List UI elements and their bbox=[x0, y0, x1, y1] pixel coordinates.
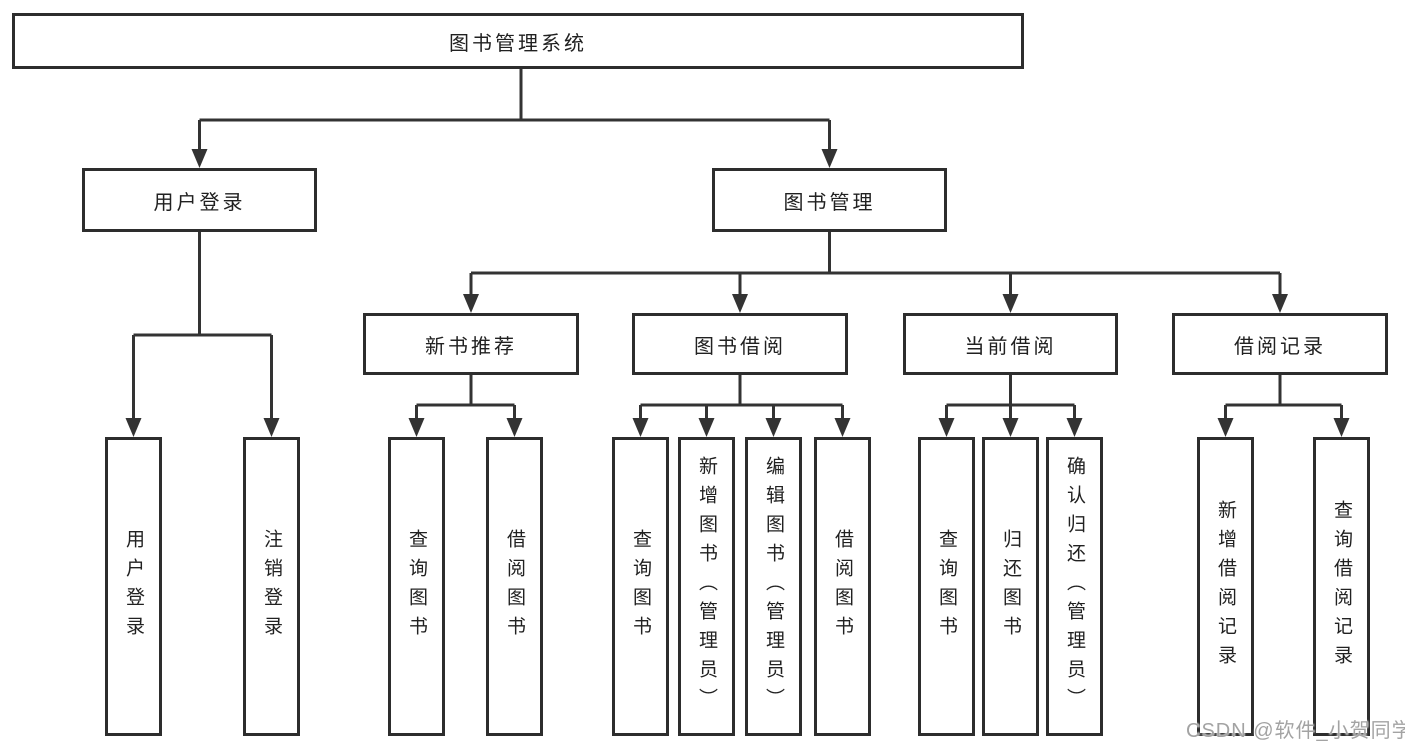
node-label: 新增图书（管理员） bbox=[696, 456, 717, 717]
arrowhead bbox=[765, 418, 782, 437]
node-label: 归还图书 bbox=[1000, 528, 1021, 645]
node-book-management: 图书管理 bbox=[712, 168, 947, 232]
leaf-add-borrow-record: 新增借阅记录 bbox=[1197, 437, 1254, 736]
leaf-add-books-admin: 新增图书（管理员） bbox=[678, 437, 735, 736]
arrowhead bbox=[263, 418, 280, 437]
node-label: 注销登录 bbox=[261, 528, 282, 645]
arrowhead bbox=[821, 149, 838, 168]
arrowhead bbox=[732, 294, 748, 313]
node-label: 查询图书 bbox=[630, 528, 651, 645]
arrowhead bbox=[408, 418, 425, 437]
leaf-logout: 注销登录 bbox=[243, 437, 300, 736]
node-label: 查询借阅记录 bbox=[1331, 499, 1352, 674]
leaf-confirm-return-admin: 确认归还（管理员） bbox=[1046, 437, 1103, 736]
node-book-borrow: 图书借阅 bbox=[632, 313, 848, 375]
node-label: 编辑图书（管理员） bbox=[763, 456, 784, 717]
leaf-query-books-borrow: 查询图书 bbox=[612, 437, 669, 736]
arrowhead bbox=[191, 149, 208, 168]
node-label: 查询图书 bbox=[936, 528, 957, 645]
arrowhead bbox=[834, 418, 851, 437]
node-new-book-recommend: 新书推荐 bbox=[363, 313, 579, 375]
node-label: 新增借阅记录 bbox=[1215, 499, 1236, 674]
arrowhead bbox=[698, 418, 715, 437]
node-user-login: 用户登录 bbox=[82, 168, 317, 232]
arrowhead bbox=[1002, 294, 1019, 313]
arrowhead bbox=[463, 294, 479, 313]
arrowhead bbox=[1272, 294, 1288, 313]
node-label: 借阅记录 bbox=[1234, 335, 1326, 358]
leaf-query-borrow-record: 查询借阅记录 bbox=[1313, 437, 1370, 736]
leaf-edit-books-admin: 编辑图书（管理员） bbox=[745, 437, 802, 736]
leaf-borrow-books: 借阅图书 bbox=[814, 437, 871, 736]
leaf-borrow-books-recommend: 借阅图书 bbox=[486, 437, 543, 736]
node-label: 新书推荐 bbox=[425, 335, 517, 358]
node-label: 图书管理 bbox=[783, 191, 876, 214]
node-label: 用户登录 bbox=[153, 191, 246, 214]
arrowhead bbox=[1066, 418, 1083, 437]
arrowhead bbox=[632, 418, 649, 437]
arrowhead bbox=[125, 418, 142, 437]
node-borrow-records: 借阅记录 bbox=[1172, 313, 1388, 375]
node-label: 借阅图书 bbox=[832, 528, 853, 645]
arrowhead bbox=[938, 418, 955, 437]
arrowhead bbox=[1333, 418, 1350, 437]
csdn-watermark: CSDN @软件_小贺同学 bbox=[1186, 720, 1405, 742]
leaf-return-books: 归还图书 bbox=[982, 437, 1039, 736]
node-label: 用户登录 bbox=[123, 528, 144, 645]
arrowhead bbox=[506, 418, 523, 437]
node-label: 图书借阅 bbox=[694, 335, 786, 358]
leaf-query-books-current: 查询图书 bbox=[918, 437, 975, 736]
node-root-system: 图书管理系统 bbox=[12, 13, 1024, 69]
node-label: 图书管理系统 bbox=[449, 32, 587, 55]
leaf-query-books-recommend: 查询图书 bbox=[388, 437, 445, 736]
node-label: 查询图书 bbox=[406, 528, 427, 645]
leaf-user-login: 用户登录 bbox=[105, 437, 162, 736]
node-current-borrow: 当前借阅 bbox=[903, 313, 1118, 375]
arrowhead bbox=[1217, 418, 1234, 437]
node-label: 借阅图书 bbox=[504, 528, 525, 645]
arrowhead bbox=[1002, 418, 1019, 437]
node-label: 当前借阅 bbox=[964, 335, 1057, 358]
node-label: 确认归还（管理员） bbox=[1064, 456, 1085, 717]
